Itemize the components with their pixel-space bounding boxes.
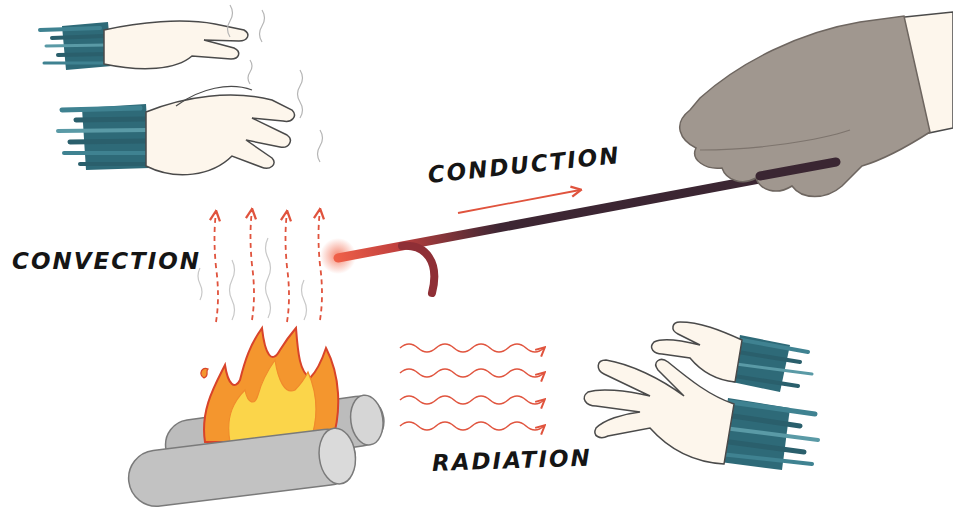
- flame-inner: [229, 360, 316, 442]
- brush-stroke: [40, 28, 100, 30]
- air-line: [266, 238, 271, 318]
- brush-stroke: [742, 340, 808, 352]
- brush-stroke: [726, 415, 800, 426]
- brush-stroke: [724, 428, 818, 440]
- glove-crease: [700, 130, 850, 150]
- brush-stroke: [76, 119, 144, 120]
- shimmer-line: [298, 70, 303, 118]
- shimmer-line: [260, 10, 265, 42]
- radiation-arrow: [400, 396, 544, 404]
- brush-stroke: [62, 108, 140, 110]
- conduction-arrow: [458, 190, 580, 213]
- air-line: [302, 280, 307, 320]
- thumb-line: [176, 87, 252, 106]
- log-end: [347, 393, 386, 447]
- poker-handle: [760, 162, 836, 176]
- brush-stroke: [730, 402, 815, 414]
- convection-arrows: [198, 210, 322, 322]
- convection-arrow: [286, 212, 290, 322]
- hand: [584, 360, 734, 464]
- hand: [146, 95, 294, 175]
- campfire: [125, 328, 387, 509]
- spark: [201, 368, 208, 378]
- heat-shimmer: [228, 5, 323, 162]
- process-label: CONDUCTION: [427, 144, 622, 187]
- brush-stroke: [720, 454, 812, 464]
- red-arrows: [215, 210, 323, 322]
- sleeve-cuff: [58, 104, 150, 170]
- sleeve-cuff: [720, 398, 818, 470]
- front-log: [125, 426, 358, 509]
- brush-stroke: [736, 364, 812, 374]
- brush-stroke: [58, 130, 146, 131]
- convection-arrow: [251, 210, 255, 320]
- flame-outer: [204, 328, 338, 442]
- brush-stroke: [70, 141, 146, 142]
- warm-hands-bottom: [584, 322, 818, 470]
- process-label: CONVECTION: [12, 250, 201, 273]
- poker-hook: [402, 246, 434, 293]
- log-end: [316, 426, 359, 486]
- radiation-arrow: [400, 422, 544, 430]
- sleeve-cuff: [40, 22, 112, 70]
- process-label: RADIATION: [432, 446, 593, 475]
- log-body: [125, 426, 358, 509]
- sleeve-cuff: [732, 335, 812, 392]
- brush-stroke: [44, 62, 106, 65]
- hand: [104, 21, 248, 69]
- rising-air: [198, 238, 307, 320]
- radiation-arrow: [400, 344, 544, 352]
- brush-stroke: [80, 162, 148, 166]
- gloved-hand: [680, 12, 953, 197]
- air-line: [230, 260, 235, 320]
- brush-stroke: [52, 36, 104, 38]
- convection-arrow: [319, 210, 323, 320]
- radiation-arrow: [400, 369, 544, 377]
- radiation-waves: [400, 344, 544, 430]
- warm-hands-top: [40, 5, 323, 175]
- convection-arrow: [215, 212, 219, 322]
- shimmer-line: [248, 60, 252, 84]
- glove: [680, 16, 930, 197]
- shimmer-line: [318, 130, 323, 162]
- brush-stroke: [64, 151, 148, 155]
- cuff-fill: [82, 104, 150, 170]
- brush-stroke: [722, 441, 804, 452]
- brush-stroke: [58, 54, 108, 55]
- brush-stroke: [734, 376, 798, 386]
- brush-stroke: [46, 45, 106, 46]
- shimmer-line: [228, 5, 233, 37]
- brush-stroke: [738, 352, 800, 362]
